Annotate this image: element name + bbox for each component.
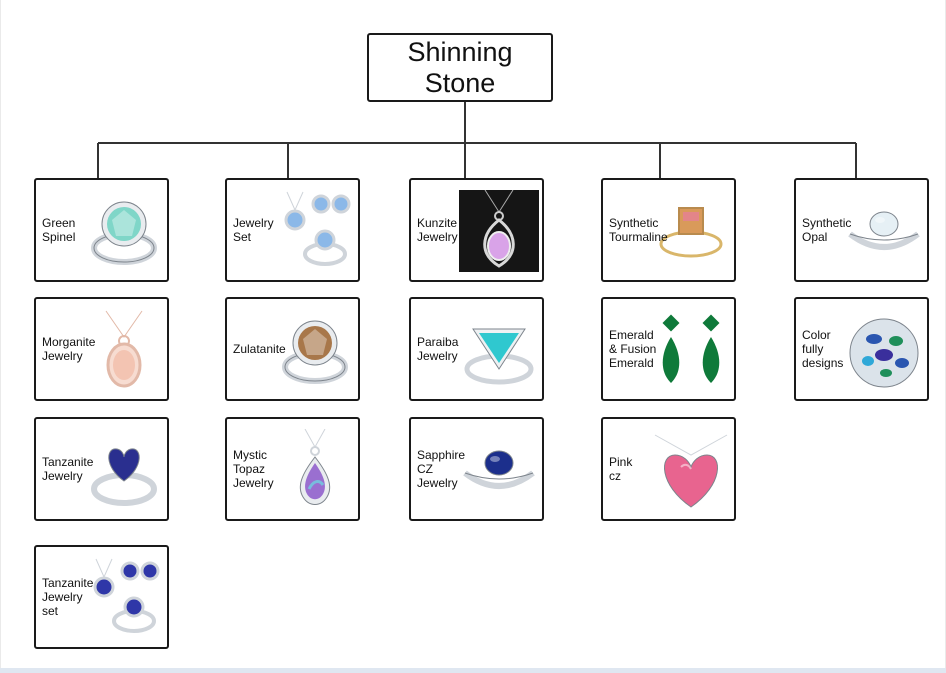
category-label-line: Tanzanite — [42, 576, 94, 590]
category-label-line: Set — [233, 230, 252, 244]
category-label-line: & Fusion — [609, 342, 657, 356]
blue-topaz-jewelry-set-icon — [275, 190, 355, 272]
category-label-line: Jewelry — [42, 590, 83, 604]
category-label-line: Tanzanite — [42, 455, 94, 469]
category-label-line: Zulatanite — [233, 342, 286, 356]
category-label-line: Jewelry — [233, 476, 274, 490]
category-label-line: Green — [42, 216, 76, 230]
category-label-line: Mystic — [233, 448, 267, 462]
root-title-line-2: Stone — [424, 67, 496, 98]
category-label-line: Jewelry — [42, 469, 83, 483]
category-label-line: Sapphire — [417, 448, 466, 462]
morganite-pendant-icon — [84, 309, 164, 391]
category-label-line: Spinel — [42, 230, 76, 244]
category-label-line: designs — [802, 356, 844, 370]
category-label-line: Tourmaline — [609, 230, 668, 244]
root-node: Shinning Stone — [367, 33, 553, 102]
category-label-line: Emerald — [609, 356, 654, 370]
category-label-line: Color — [802, 328, 831, 342]
category-label-line: Opal — [802, 230, 828, 244]
category-node: Zulatanite — [225, 297, 360, 401]
tourmaline-ring-icon — [651, 190, 731, 272]
tanzanite-heart-ring-icon — [84, 429, 164, 511]
category-label-line: set — [42, 604, 59, 618]
kunzite-pendant-icon — [459, 190, 539, 272]
category-label-line: Morganite — [42, 335, 96, 349]
pink-cz-heart-pendant-icon — [651, 429, 731, 511]
paraiba-ring-icon — [459, 309, 539, 391]
sapphire-cz-ring-icon — [459, 429, 539, 511]
category-label-line: CZ — [417, 462, 433, 476]
category-label-line: fully — [802, 342, 824, 356]
category-label-line: Paraiba — [417, 335, 459, 349]
category-label-line: Synthetic — [802, 216, 852, 230]
category-label-line: Emerald — [609, 328, 654, 342]
category-label-line: Jewelry — [42, 349, 83, 363]
zultanite-ring-icon — [275, 309, 355, 391]
category-label-line: Jewelry — [417, 349, 458, 363]
multicolor-cluster-icon — [844, 309, 924, 391]
category-label-line: Jewelry — [233, 216, 274, 230]
green-spinel-ring-icon — [84, 190, 164, 272]
opal-ring-icon — [844, 190, 924, 272]
category-label-line: Kunzite — [417, 216, 458, 230]
category-label-line: Jewelry — [417, 230, 458, 244]
category-label-line: Topaz — [233, 462, 266, 476]
page-bottom-bar — [0, 668, 946, 673]
category-label-line: Jewelry — [417, 476, 458, 490]
mystic-topaz-pendant-icon — [275, 429, 355, 511]
tanzanite-jewelry-set-icon — [84, 557, 164, 639]
category-label-line: Synthetic — [609, 216, 659, 230]
category-label: Zulatanite — [233, 342, 286, 356]
emerald-earrings-icon — [651, 309, 731, 391]
root-title-line-1: Shinning — [407, 36, 513, 67]
category-label-line: cz — [609, 469, 621, 483]
category-label-line: Pink — [609, 455, 633, 469]
